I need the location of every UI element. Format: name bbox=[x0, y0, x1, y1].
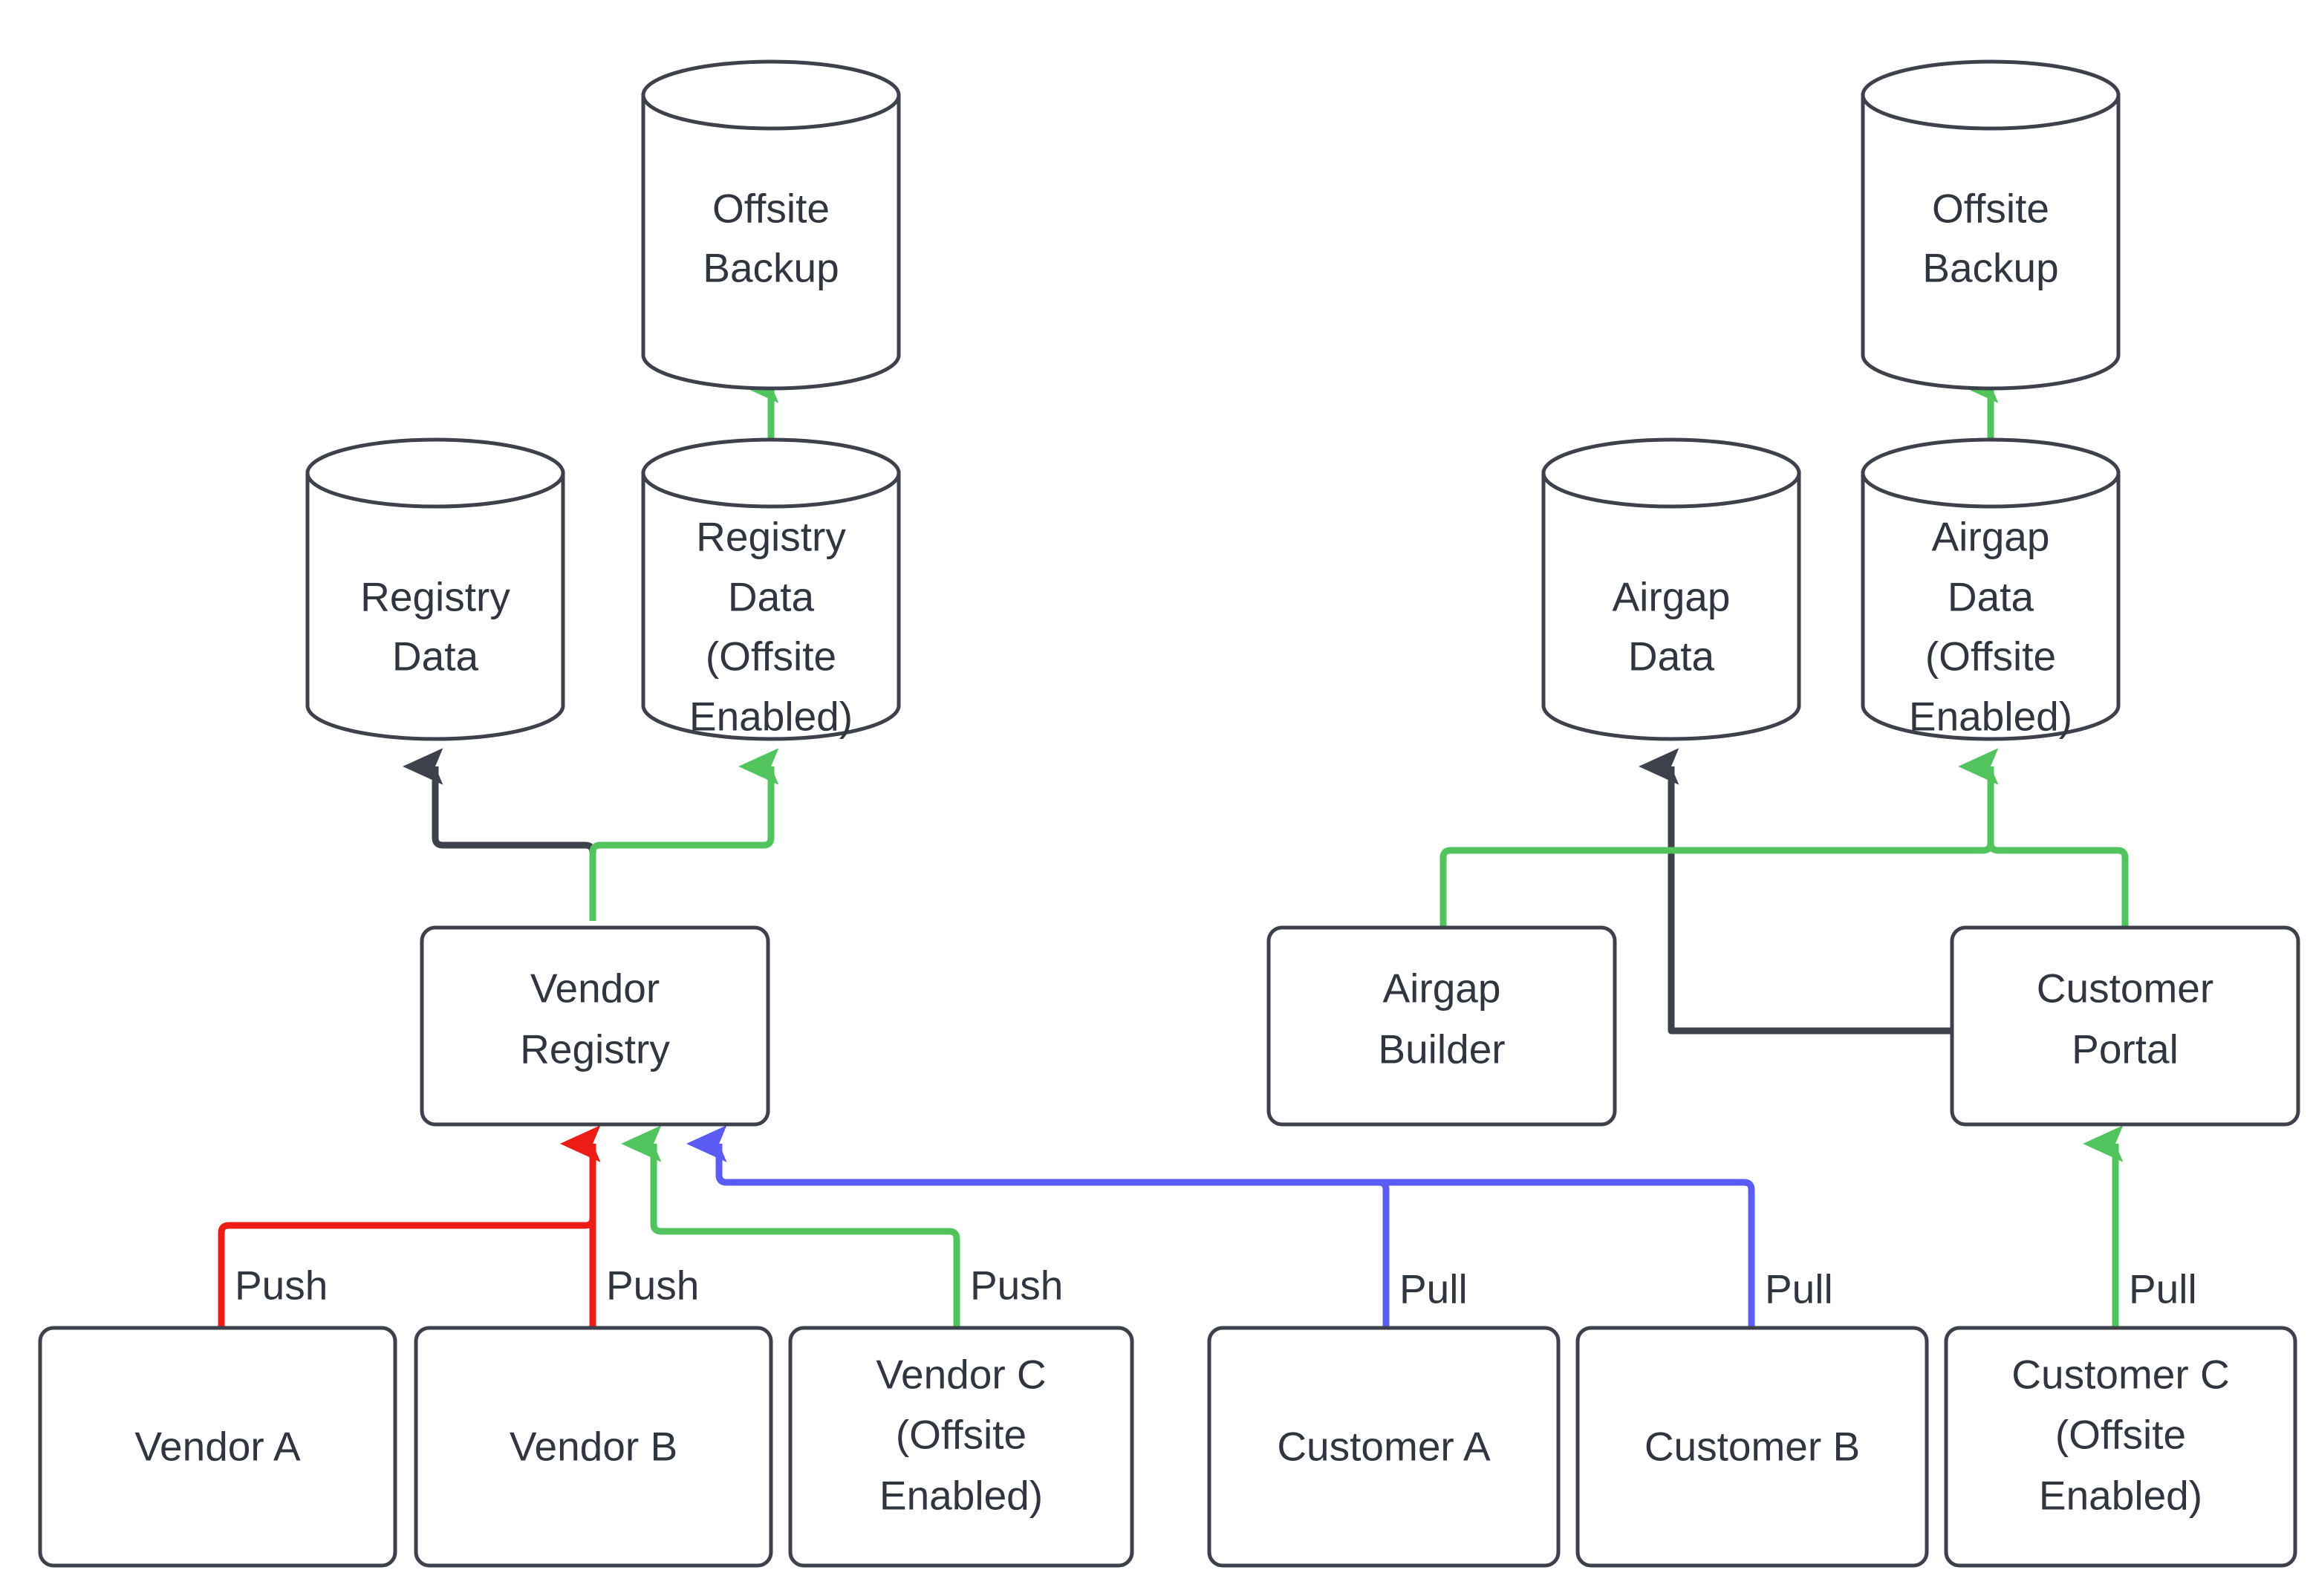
node-box bbox=[788, 1326, 1134, 1568]
node-box bbox=[1266, 925, 1617, 1127]
node-customer-c[interactable]: Customer C (Offsite Enabled) bbox=[1944, 1326, 2297, 1568]
node-offsite-backup-right[interactable]: Offsite Backup bbox=[1861, 59, 2121, 391]
node-airgap-data-offsite[interactable]: Airgap Data (Offsite Enabled) bbox=[1861, 437, 2121, 741]
node-box bbox=[38, 1326, 397, 1568]
edge-airgap-builder-to-airgap-data-offsite bbox=[1439, 810, 1994, 931]
node-box bbox=[1575, 1326, 1929, 1568]
cylinder-body bbox=[1541, 471, 1801, 741]
node-offsite-backup-left[interactable]: Offsite Backup bbox=[641, 59, 901, 391]
node-customer-b[interactable]: Customer B bbox=[1575, 1326, 1929, 1568]
node-box bbox=[414, 1326, 773, 1568]
cylinder-top bbox=[641, 59, 901, 131]
node-box bbox=[1950, 925, 2300, 1127]
node-vendor-c[interactable]: Vendor C (Offsite Enabled) bbox=[788, 1326, 1134, 1568]
node-customer-a[interactable]: Customer A bbox=[1207, 1326, 1561, 1568]
node-airgap-builder[interactable]: Airgap Builder bbox=[1266, 925, 1617, 1127]
cylinder-body bbox=[305, 471, 565, 741]
edge-vendor-registry-to-registry-data-offsite bbox=[589, 748, 779, 921]
node-registry-data[interactable]: Registry Data bbox=[305, 437, 565, 741]
edge-customer-b-pull bbox=[686, 1125, 1755, 1329]
node-vendor-b[interactable]: Vendor B bbox=[414, 1326, 773, 1568]
node-box bbox=[1207, 1326, 1561, 1568]
cylinder-top bbox=[641, 437, 901, 509]
node-customer-portal[interactable]: Customer Portal bbox=[1950, 925, 2300, 1127]
node-airgap-data[interactable]: Airgap Data bbox=[1541, 437, 1801, 741]
cylinder-top bbox=[1861, 59, 2121, 131]
cylinder-body bbox=[641, 471, 901, 741]
cylinder-top bbox=[305, 437, 565, 509]
node-vendor-registry[interactable]: Vendor Registry bbox=[420, 925, 770, 1127]
cylinder-top bbox=[1541, 437, 1801, 509]
node-box bbox=[420, 925, 770, 1127]
edge-customer-portal-to-airgap-data bbox=[1639, 748, 1953, 1035]
cylinder-body bbox=[1861, 93, 2121, 391]
node-box bbox=[1944, 1326, 2297, 1568]
node-registry-data-offsite[interactable]: Registry Data (Offsite Enabled) bbox=[641, 437, 901, 741]
cylinder-body bbox=[641, 93, 901, 391]
cylinder-body bbox=[1861, 471, 2121, 741]
node-vendor-a[interactable]: Vendor A bbox=[38, 1326, 397, 1568]
edge-vendor-c-push bbox=[621, 1125, 960, 1329]
cylinder-top bbox=[1861, 437, 2121, 509]
